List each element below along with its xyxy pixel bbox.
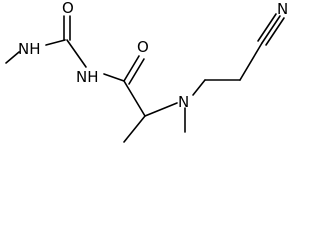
bond-amide-c-alpha [123,80,146,117]
bond-nh-amide-c [103,73,125,82]
bond-cn-triple-2 [261,15,281,44]
atom-label-urea-o: O [62,0,74,17]
atom-labels: NH O NH O N N [18,0,288,111]
bond-nh-urea-c [45,39,66,46]
bond-cn-triple-1 [257,13,277,42]
bond-alpha-n [144,102,178,117]
bond-amide-co-2 [128,58,145,85]
atom-label-urea-nh: NH [18,40,41,58]
bond-urea-c-nh [66,39,87,68]
bond-cn-triple-3 [265,17,285,46]
bond-ch2-cn [239,42,263,81]
bond-amide-co-1 [123,55,140,82]
bond-methyl-nh [5,51,20,64]
atom-label-nitrile-n: N [277,0,288,18]
bond-alpha-methyl [123,115,146,143]
structure-canvas: NH O NH O N N [5,0,288,143]
molecule-diagram: NH O NH O N N [5,0,288,143]
atom-label-amide-nh: NH [76,68,99,86]
bonds [5,13,285,143]
atom-label-amide-o: O [137,38,149,56]
bond-n-ch2 [192,79,206,96]
atom-label-amine-n: N [178,93,189,111]
